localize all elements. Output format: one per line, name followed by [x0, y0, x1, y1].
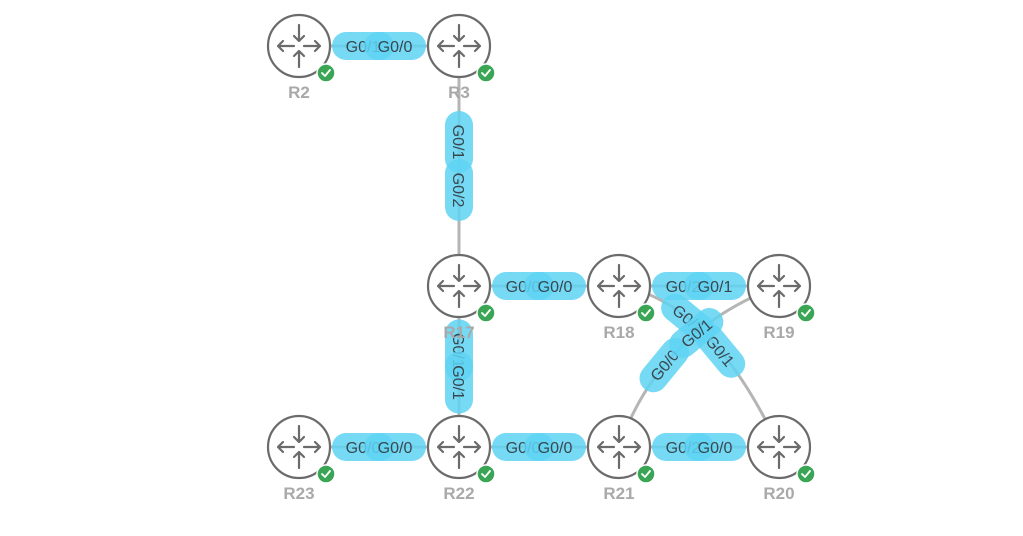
check-circle-icon	[636, 464, 656, 484]
port-label: G0/0	[378, 39, 413, 56]
router-label: R17	[443, 323, 474, 342]
port-pill	[364, 32, 426, 60]
router-r22[interactable]: R22	[426, 414, 496, 503]
port-r20-g0-0[interactable]: G0/0	[684, 433, 746, 461]
router-body	[426, 253, 492, 319]
port-r3-g0-1[interactable]: G0/1	[445, 111, 473, 173]
port-pill	[524, 433, 586, 461]
port-pill	[669, 308, 724, 358]
router-body	[426, 13, 492, 79]
check-circle-icon	[316, 63, 336, 83]
router-label: R19	[763, 323, 794, 342]
port-label: G0/0	[538, 279, 573, 296]
router-icon	[436, 263, 482, 309]
router-body	[746, 253, 812, 319]
check-circle-icon	[796, 464, 816, 484]
router-icon	[436, 424, 482, 470]
port-pill	[684, 272, 746, 300]
router-body	[266, 13, 332, 79]
router-body	[586, 414, 652, 480]
port-r17-g0-2[interactable]: G0/2	[445, 159, 473, 221]
router-r3[interactable]: R3	[426, 13, 496, 102]
port-labels-layer: G0/1G0/0G0/1G0/2G0/0G0/0G0/1G0/1G0/2G0/1…	[332, 32, 746, 461]
check-circle-icon	[476, 63, 496, 83]
port-r19-g0-1[interactable]: G0/1	[684, 272, 746, 300]
port-label: G0/1	[449, 365, 466, 400]
port-label: G0/0	[378, 440, 413, 457]
port-pill	[684, 433, 746, 461]
router-body	[586, 253, 652, 319]
check-circle-icon	[476, 464, 496, 484]
port-r18-g0-0[interactable]: G0/0	[524, 272, 586, 300]
port-pill	[364, 433, 426, 461]
check-circle-icon	[636, 303, 656, 323]
router-body	[266, 414, 332, 480]
router-icon	[596, 263, 642, 309]
check-circle-icon	[316, 464, 336, 484]
router-label: R3	[448, 83, 470, 102]
router-r20[interactable]: R20	[746, 414, 816, 503]
check-circle-icon	[476, 303, 496, 323]
port-label: G0/2	[449, 173, 466, 208]
port-label: G0/1	[449, 125, 466, 160]
router-icon	[596, 424, 642, 470]
router-icon	[276, 23, 322, 69]
port-label: G0/0	[698, 440, 733, 457]
port-r22-g0-1[interactable]: G0/1	[445, 351, 473, 414]
router-r18[interactable]: R18	[586, 253, 656, 342]
port-label: G0/1	[698, 279, 733, 296]
router-r2[interactable]: R2	[266, 13, 336, 102]
router-label: R23	[283, 484, 314, 503]
port-pill	[445, 159, 473, 221]
router-body	[426, 414, 492, 480]
router-r21[interactable]: R21	[586, 414, 656, 503]
port-r22-g0-0[interactable]: G0/0	[364, 433, 426, 461]
port-pill	[445, 111, 473, 173]
port-r21-g0-0[interactable]: G0/0	[524, 433, 586, 461]
router-icon	[436, 23, 482, 69]
router-r19[interactable]: R19	[746, 253, 816, 342]
router-body	[746, 414, 812, 480]
check-circle-icon	[796, 303, 816, 323]
router-label: R20	[763, 484, 794, 503]
router-label: R22	[443, 484, 474, 503]
router-label: R18	[603, 323, 634, 342]
router-r23[interactable]: R23	[266, 414, 336, 503]
router-icon	[756, 424, 802, 470]
router-label: R2	[288, 83, 310, 102]
port-pill	[524, 272, 586, 300]
router-label: R21	[603, 484, 634, 503]
port-label: G0/0	[538, 440, 573, 457]
router-icon	[756, 263, 802, 309]
router-r17[interactable]: R17	[426, 253, 496, 342]
router-icon	[276, 424, 322, 470]
links-layer	[299, 44, 781, 449]
port-r3-g0-0[interactable]: G0/0	[364, 32, 426, 60]
port-pill	[445, 351, 473, 414]
